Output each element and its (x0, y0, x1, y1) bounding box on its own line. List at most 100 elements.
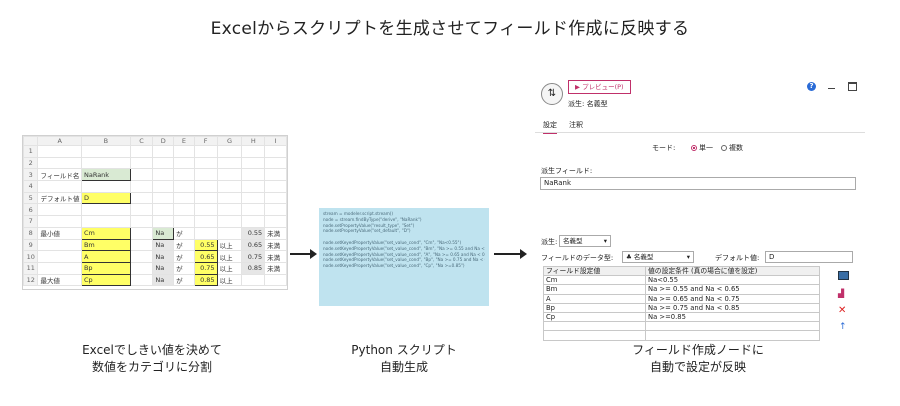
excel-cell-i (264, 215, 287, 228)
grid-cell-value[interactable] (543, 330, 646, 341)
excel-cell-g: 以上 (216, 273, 243, 287)
excel-cell-d (152, 156, 175, 170)
derive-type-select[interactable]: 名義型▾ (559, 235, 611, 247)
grid-cell-value[interactable]: Bp (543, 302, 646, 314)
grid-cell-value[interactable]: Cm (543, 275, 646, 286)
excel-cell-a (37, 215, 82, 228)
preview-button[interactable]: ▶ プレビュー(P) (568, 80, 631, 94)
grid-cell-condition[interactable] (645, 330, 820, 341)
default-value-label: デフォルト値: (715, 254, 760, 262)
excel-cell-i (264, 145, 287, 158)
grid-cell-condition[interactable]: Na >= 0.65 and Na < 0.75 (645, 293, 820, 304)
mode-single-radio[interactable]: 単一 (691, 143, 713, 153)
table-icon[interactable] (838, 271, 849, 280)
excel-cell-h: 0.75 (241, 250, 266, 263)
excel-cell-f (193, 180, 218, 193)
excel-cell-b: Bp (80, 261, 131, 275)
derive-node-dialog: ⇅ ▶ プレビュー(P) 派生: 名義型 ? 設定 注釈 モード: 単一 複数 … (535, 78, 865, 341)
datatype-label: フィールドのデータ型: (541, 254, 614, 262)
excel-row-number: 11 (23, 261, 39, 275)
excel-cell-e (173, 156, 195, 170)
datatype-value: 名義型 (633, 253, 654, 261)
chart-icon[interactable]: ▟ (838, 289, 845, 298)
excel-col-header: E (173, 136, 195, 146)
excel-cell-f (193, 156, 218, 170)
grid-header-condition: 値の設定条件 (真の場合に値を設定) (645, 265, 820, 277)
excel-row-number: 4 (23, 180, 39, 193)
arrow-to-node (494, 249, 527, 259)
minimize-icon[interactable] (828, 88, 835, 89)
excel-cell-e (173, 191, 195, 205)
grid-row[interactable] (543, 330, 820, 341)
excel-cell-d: Na (152, 238, 175, 252)
excel-cell-i (264, 156, 287, 170)
excel-cell-f (193, 226, 218, 240)
move-up-icon[interactable]: ↑ (839, 322, 847, 332)
excel-cell-d: Na (152, 261, 175, 275)
excel-cell-d: Na (152, 273, 175, 287)
excel-cell-i (264, 168, 287, 182)
excel-cell-a (37, 238, 82, 252)
code-line: node.setKeyedPropertyValue("set_value_co… (323, 239, 462, 245)
excel-col-header: B (80, 136, 131, 146)
excel-cell-d (152, 168, 175, 182)
excel-cell-e: が (173, 238, 195, 252)
tab-settings[interactable]: 設定 (543, 121, 557, 134)
derive-node-icon: ⇅ (541, 83, 563, 105)
default-value-input[interactable]: D (765, 251, 853, 263)
code-line: node.setPropertyValue("set_default", "D"… (323, 228, 411, 234)
excel-cell-i: 未満 (264, 250, 287, 263)
excel-cell-b: Cm (80, 226, 131, 240)
grid-cell-value[interactable] (543, 321, 646, 332)
grid-cell-condition[interactable]: Na >=0.85 (645, 312, 820, 323)
tab-divider (535, 132, 865, 133)
excel-cell-a: 最大値 (37, 273, 82, 287)
maximize-icon[interactable] (848, 82, 857, 91)
grid-cell-condition[interactable] (645, 321, 820, 332)
tab-annotation[interactable]: 注釈 (569, 121, 583, 129)
excel-cell-b (80, 145, 131, 158)
code-line: node = stream.findByType("derive", "NaRa… (323, 216, 422, 222)
excel-row-number: 8 (23, 226, 39, 240)
chevron-down-icon: ▾ (686, 253, 690, 261)
datatype-select[interactable]: ♣ 名義型▾ (622, 251, 694, 263)
excel-cell (129, 191, 154, 205)
grid-cell-condition[interactable]: Na >= 0.75 and Na < 0.85 (645, 302, 820, 314)
excel-cell-e: が (173, 273, 195, 287)
grid-cell-condition[interactable]: Na<0.55 (645, 275, 820, 286)
excel-cell-h (241, 203, 266, 217)
grid-cell-condition[interactable]: Na >= 0.55 and Na < 0.65 (645, 284, 820, 295)
derive-field-input[interactable]: NaRank (540, 177, 856, 190)
delete-icon[interactable]: ✕ (838, 305, 847, 316)
excel-cell-b (80, 215, 131, 228)
mode-multiple-radio[interactable]: 複数 (721, 143, 743, 153)
excel-cell-g (216, 215, 243, 228)
excel-cell-a: フィールド名 (37, 168, 82, 182)
excel-cell-g (216, 145, 243, 158)
excel-row: 2 (23, 156, 287, 170)
grid-cell-value[interactable]: Cp (543, 312, 646, 323)
help-icon[interactable]: ? (807, 82, 816, 91)
excel-row-number: 10 (23, 250, 39, 263)
caption-excel-line1: Excelでしきい値を決めて (82, 343, 222, 357)
grid-cell-value[interactable]: Bm (543, 284, 646, 295)
excel-cell (129, 168, 154, 182)
grid-cell-value[interactable]: A (543, 293, 646, 304)
grid-row[interactable] (543, 321, 820, 332)
node-label: 派生: 名義型 (568, 100, 608, 108)
excel-cell-b: A (80, 250, 131, 263)
excel-cell-g (216, 191, 243, 205)
excel-cell-e (173, 145, 195, 158)
excel-cell-i (264, 273, 287, 287)
excel-row-number: 9 (23, 238, 39, 252)
excel-cell-b: Bm (80, 238, 131, 252)
